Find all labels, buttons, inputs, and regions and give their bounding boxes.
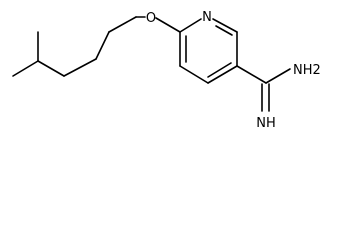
bond-c-nh2 xyxy=(265,68,291,84)
amidine-group xyxy=(236,65,291,112)
imine-label: NH xyxy=(256,116,276,131)
bond-chain-4 xyxy=(108,16,137,33)
bond-chain-1 xyxy=(37,60,65,77)
bond-c5-c4 xyxy=(207,65,238,84)
oxygen-label: O xyxy=(146,11,156,26)
pyridine-ring xyxy=(179,18,238,84)
chemical-structure-diagram: O N NH2 NH xyxy=(12,10,321,131)
bond-methyl-lower xyxy=(12,60,39,77)
bond-c2-n1 xyxy=(179,18,202,33)
bond-n1-c6 xyxy=(212,18,238,33)
amine-label: NH2 xyxy=(293,63,321,78)
bond-chain-3 xyxy=(95,31,110,60)
bond-chain-2 xyxy=(63,58,97,77)
bond-n1-c6-inner xyxy=(215,25,233,36)
bond-o-ring xyxy=(155,17,181,33)
ring-nitrogen-label: N xyxy=(202,10,212,25)
bond-ring-amidine xyxy=(236,65,267,84)
bond-c4-c3 xyxy=(179,65,209,84)
ether-linkage xyxy=(135,16,181,33)
isopentyl-chain xyxy=(12,16,137,77)
bond-c5-c4-inner xyxy=(207,62,232,78)
